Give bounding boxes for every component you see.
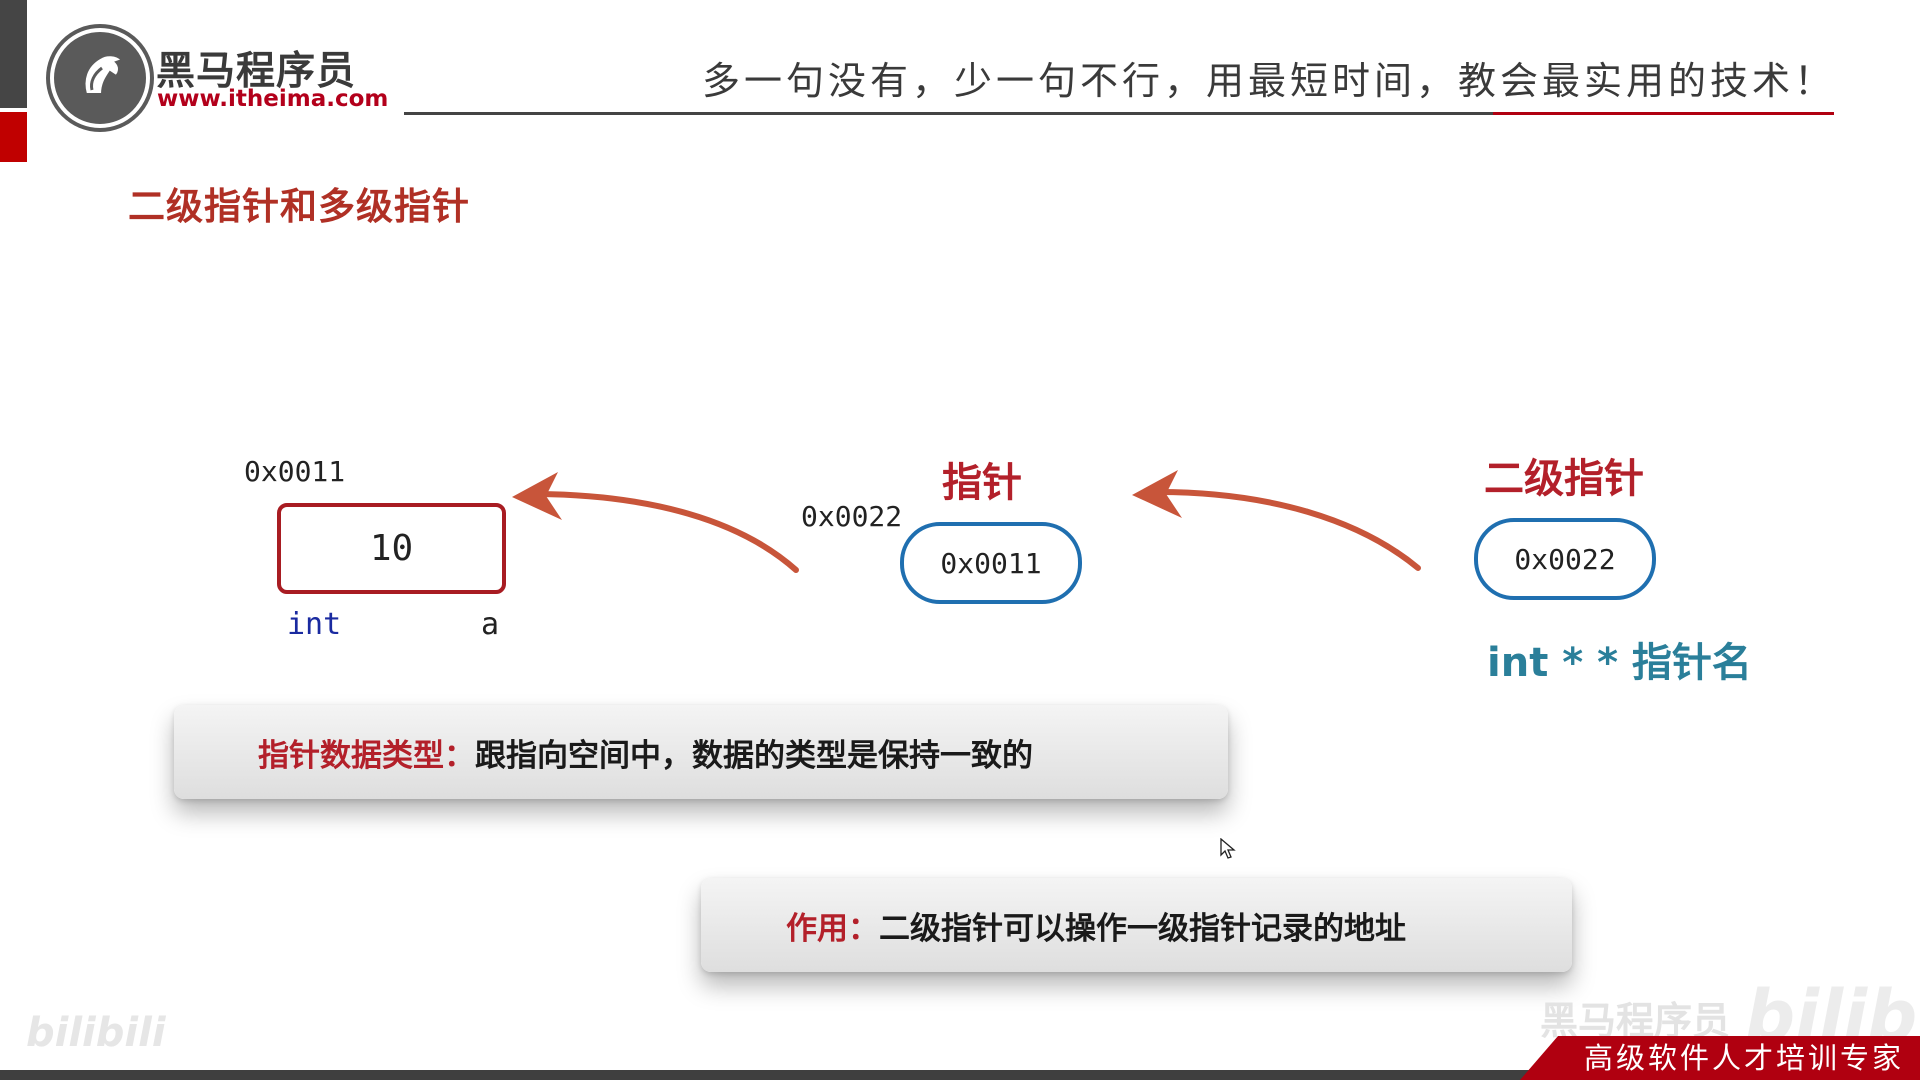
double-pointer-label: 二级指针 xyxy=(1484,456,1644,502)
double-pointer-box: 0x0022 xyxy=(1474,518,1656,600)
double-pointer-value: 0x0022 xyxy=(1514,542,1616,576)
curved-arrow-icon xyxy=(512,472,799,573)
variable-box: 10 xyxy=(277,503,506,594)
note-key: 指针数据类型： xyxy=(258,737,475,774)
note-key: 作用： xyxy=(786,910,879,947)
header-divider-accent xyxy=(1493,112,1834,115)
footer-tagline: 高级软件人才培训专家 xyxy=(1584,1041,1905,1075)
pointer-label: 指针 xyxy=(942,460,1022,506)
logo-url: www.itheima.com xyxy=(157,86,389,112)
side-bar-red xyxy=(0,112,27,162)
variable-type: int xyxy=(287,607,342,642)
double-pointer-declaration: int * * 指针名 xyxy=(1487,640,1752,686)
watermark-left: bilibili xyxy=(26,1010,166,1056)
side-bar-gray xyxy=(0,0,27,108)
pointer-value: 0x0011 xyxy=(940,546,1042,580)
watermark-right: 黑马程序员 xyxy=(1540,999,1731,1043)
variable-name: a xyxy=(481,607,500,642)
header-divider xyxy=(404,112,1834,115)
slogan: 多一句没有，少一句不行，用最短时间，教会最实用的技术！ xyxy=(701,59,1836,103)
pointer-address: 0x0022 xyxy=(801,500,903,533)
mouse-cursor-icon xyxy=(1220,838,1236,859)
variable-value: 10 xyxy=(369,528,414,569)
note-text: 跟指向空间中，数据的类型是保持一致的 xyxy=(475,737,1033,774)
footer-band xyxy=(1520,1036,1920,1080)
section-title: 二级指针和多级指针 xyxy=(128,185,470,228)
footer-line xyxy=(0,1070,1920,1080)
horse-logo-icon xyxy=(83,54,124,95)
logo-name: 黑马程序员 xyxy=(156,49,357,94)
pointer-box: 0x0011 xyxy=(900,522,1082,604)
note-card-purpose: 作用： 二级指针可以操作一级指针记录的地址 xyxy=(701,878,1572,972)
variable-address: 0x0011 xyxy=(244,455,346,488)
logo-circle xyxy=(50,28,150,128)
curved-arrow-icon xyxy=(1132,470,1421,571)
note-card-type: 指针数据类型： 跟指向空间中，数据的类型是保持一致的 xyxy=(174,705,1228,799)
note-text: 二级指针可以操作一级指针记录的地址 xyxy=(879,910,1406,947)
